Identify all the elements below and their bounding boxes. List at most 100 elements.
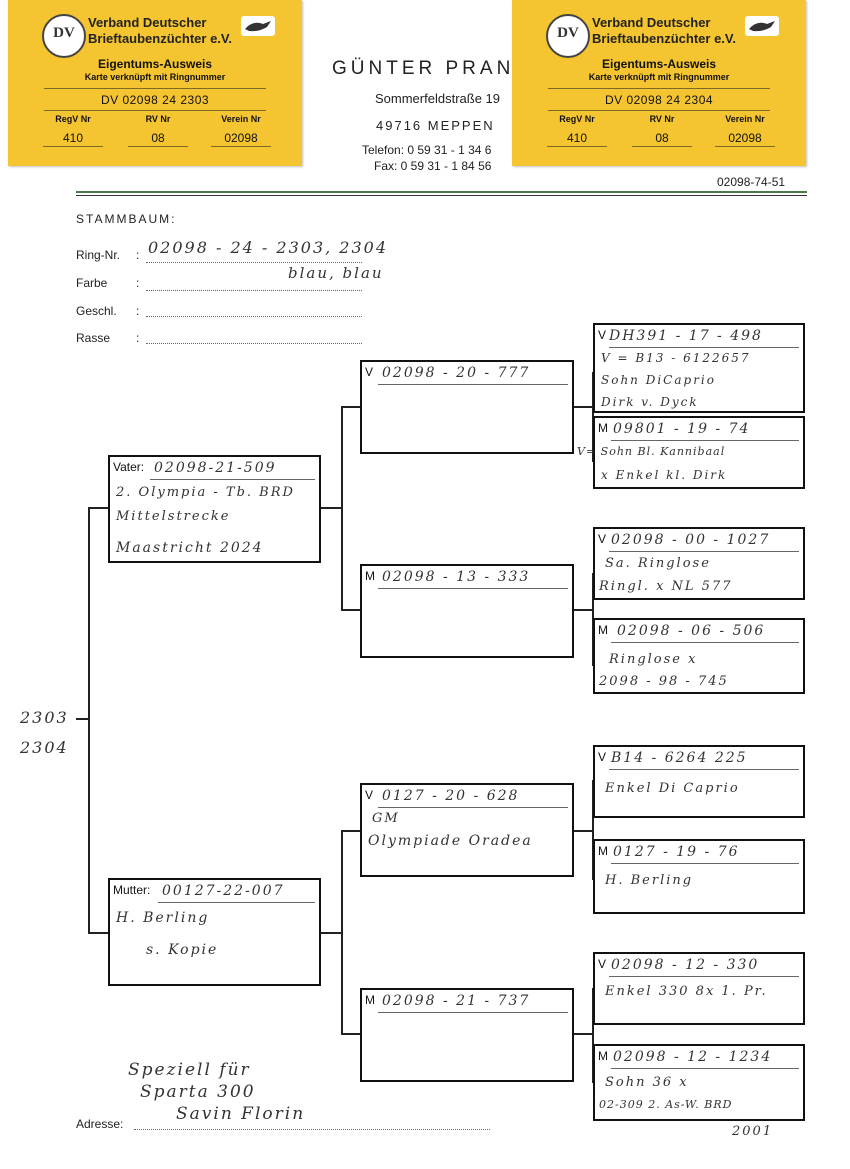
great-grandsire-1-tag: V — [598, 328, 607, 342]
dam-box: Mutter: 00127-22-007 H. Berling s. Kopie — [108, 878, 321, 986]
card-divider — [44, 88, 266, 89]
dam-note: s. Kopie — [146, 942, 219, 958]
sire-dam-box: M 02098 - 13 - 333 — [360, 564, 574, 658]
breeder-phone: Telefon: 0 59 31 - 1 34 6 — [362, 143, 492, 157]
dam-dam-box: M 02098 - 21 - 737 — [360, 988, 574, 1082]
dam-ring: 00127-22-007 — [162, 883, 285, 899]
connector — [319, 932, 343, 934]
breed-label: Rasse — [76, 331, 111, 345]
color-colon: : — [136, 276, 140, 290]
great-granddam-2-note: 2098 - 98 - 745 — [599, 674, 729, 689]
card-verein-value: 02098 — [715, 131, 775, 147]
sex-colon: : — [136, 304, 140, 318]
connector — [341, 609, 361, 611]
connector — [76, 718, 90, 720]
great-granddam-4-note: Sohn 36 x — [605, 1075, 689, 1090]
great-granddam-1-tag: M — [598, 421, 608, 435]
connector — [319, 507, 343, 509]
dam-sire-box: V 0127 - 20 - 628 GM Olympiade Oradea — [360, 783, 574, 877]
card-verein-label: Verein Nr — [725, 114, 765, 124]
great-granddam-2-note: Ringlose x — [609, 652, 698, 667]
ring-number-colon: : — [136, 248, 140, 262]
card-regv-label: RegV Nr — [559, 114, 595, 124]
pigeon-icon — [241, 16, 275, 36]
sex-label: Geschl. — [76, 304, 117, 318]
verband-logo-icon: DV — [546, 14, 590, 58]
great-grandsire-1-note: Dirk v. Dyck — [601, 395, 699, 409]
card-divider — [548, 88, 770, 89]
address-value: Savin Florin — [176, 1104, 306, 1124]
address-line — [134, 1129, 490, 1130]
great-granddam-2-tag: M — [598, 623, 608, 637]
great-granddam-1-note: x Enkel kl. Dirk — [601, 468, 728, 482]
breeder-city: 49716 MEPPEN — [376, 118, 495, 133]
header-rule — [76, 191, 807, 193]
card-subtitle: Karte verknüpft mit Ringnummer — [84, 72, 226, 82]
connector — [341, 406, 361, 408]
great-granddam-1-ring: 09801 - 19 - 74 — [613, 421, 751, 437]
breed-line — [146, 343, 362, 344]
card-regv-label: RegV Nr — [55, 114, 91, 124]
great-granddam-4-tag: M — [598, 1049, 608, 1063]
card-divider — [548, 110, 770, 111]
great-grandsire-1-note: Sohn DiCaprio — [601, 373, 716, 387]
connector — [592, 988, 594, 1083]
card-rv-value: 08 — [128, 131, 188, 147]
sire-sire-box: V 02098 - 20 - 777 — [360, 360, 574, 454]
card-subtitle: Karte verknüpft mit Ringnummer — [588, 72, 730, 82]
card-rv-label: RV Nr — [649, 114, 675, 124]
great-grandsire-2-note: Sa. Ringlose — [605, 556, 711, 571]
handwritten-note: Speziell für — [128, 1060, 251, 1080]
connector — [572, 1033, 594, 1035]
color-line — [146, 290, 362, 291]
breeder-code: 02098-74-51 — [717, 175, 786, 189]
verband-logo-icon: DV — [42, 14, 86, 58]
pedigree-heading: STAMMBAUM: — [76, 212, 177, 226]
ring-number-value: 02098 - 24 - 2303, 2304 — [148, 238, 389, 257]
great-granddam-4-box: M 02098 - 12 - 1234 Sohn 36 x 02-309 2. … — [593, 1044, 805, 1121]
card-regv-value: 410 — [43, 131, 103, 147]
sire-note: Maastricht 2024 — [116, 540, 264, 556]
great-granddam-3-note: H. Berling — [605, 873, 694, 888]
sire-sire-ring: 02098 - 20 - 777 — [382, 365, 531, 381]
great-granddam-1-note: V= Sohn Bl. Kannibaal — [577, 445, 726, 458]
connector — [88, 932, 110, 934]
header-rule — [76, 195, 807, 196]
breeder-fax: Fax: 0 59 31 - 1 84 56 — [374, 159, 492, 173]
sire-dam-tag: M — [365, 569, 375, 583]
great-grandsire-4-tag: V — [598, 957, 607, 971]
great-grandsire-2-box: V 02098 - 00 - 1027 Sa. Ringlose Ringl. … — [593, 527, 805, 600]
sire-note: Mittelstrecke — [116, 509, 231, 524]
connector — [592, 780, 594, 880]
great-grandsire-3-tag: V — [598, 750, 607, 764]
connector — [341, 1033, 361, 1035]
connector — [88, 507, 90, 934]
card-rv-label: RV Nr — [145, 114, 171, 124]
great-grandsire-3-note: Enkel Di Caprio — [605, 781, 740, 796]
card-verein-value: 02098 — [211, 131, 271, 147]
sire-tag: Vater: — [113, 460, 145, 474]
card-divider — [44, 110, 266, 111]
color-value: blau, blau — [288, 264, 384, 282]
sire-box: Vater: 02098-21-509 2. Olympia - Tb. BRD… — [108, 455, 321, 563]
card-verein-label: Verein Nr — [221, 114, 261, 124]
great-granddam-4-note: 02-309 2. As-W. BRD — [599, 1098, 733, 1111]
dam-dam-ring: 02098 - 21 - 737 — [382, 993, 531, 1009]
great-granddam-3-box: M 0127 - 19 - 76 H. Berling — [593, 839, 805, 914]
great-grandsire-3-ring: B14 - 6264 225 — [611, 750, 748, 766]
dam-sire-note: GM — [372, 811, 400, 826]
breeder-name: GÜNTER PRAN — [332, 58, 515, 79]
great-grandsire-4-ring: 02098 - 12 - 330 — [611, 957, 760, 973]
ring-number-line — [146, 262, 362, 263]
dam-tag: Mutter: — [113, 883, 151, 897]
card-ring-number: DV 02098 24 2303 — [100, 93, 210, 107]
connector — [572, 830, 594, 832]
great-granddam-2-box: M 02098 - 06 - 506 Ringlose x 2098 - 98 … — [593, 618, 805, 694]
breed-colon: : — [136, 331, 140, 345]
sire-note: 2. Olympia - Tb. BRD — [116, 485, 295, 500]
